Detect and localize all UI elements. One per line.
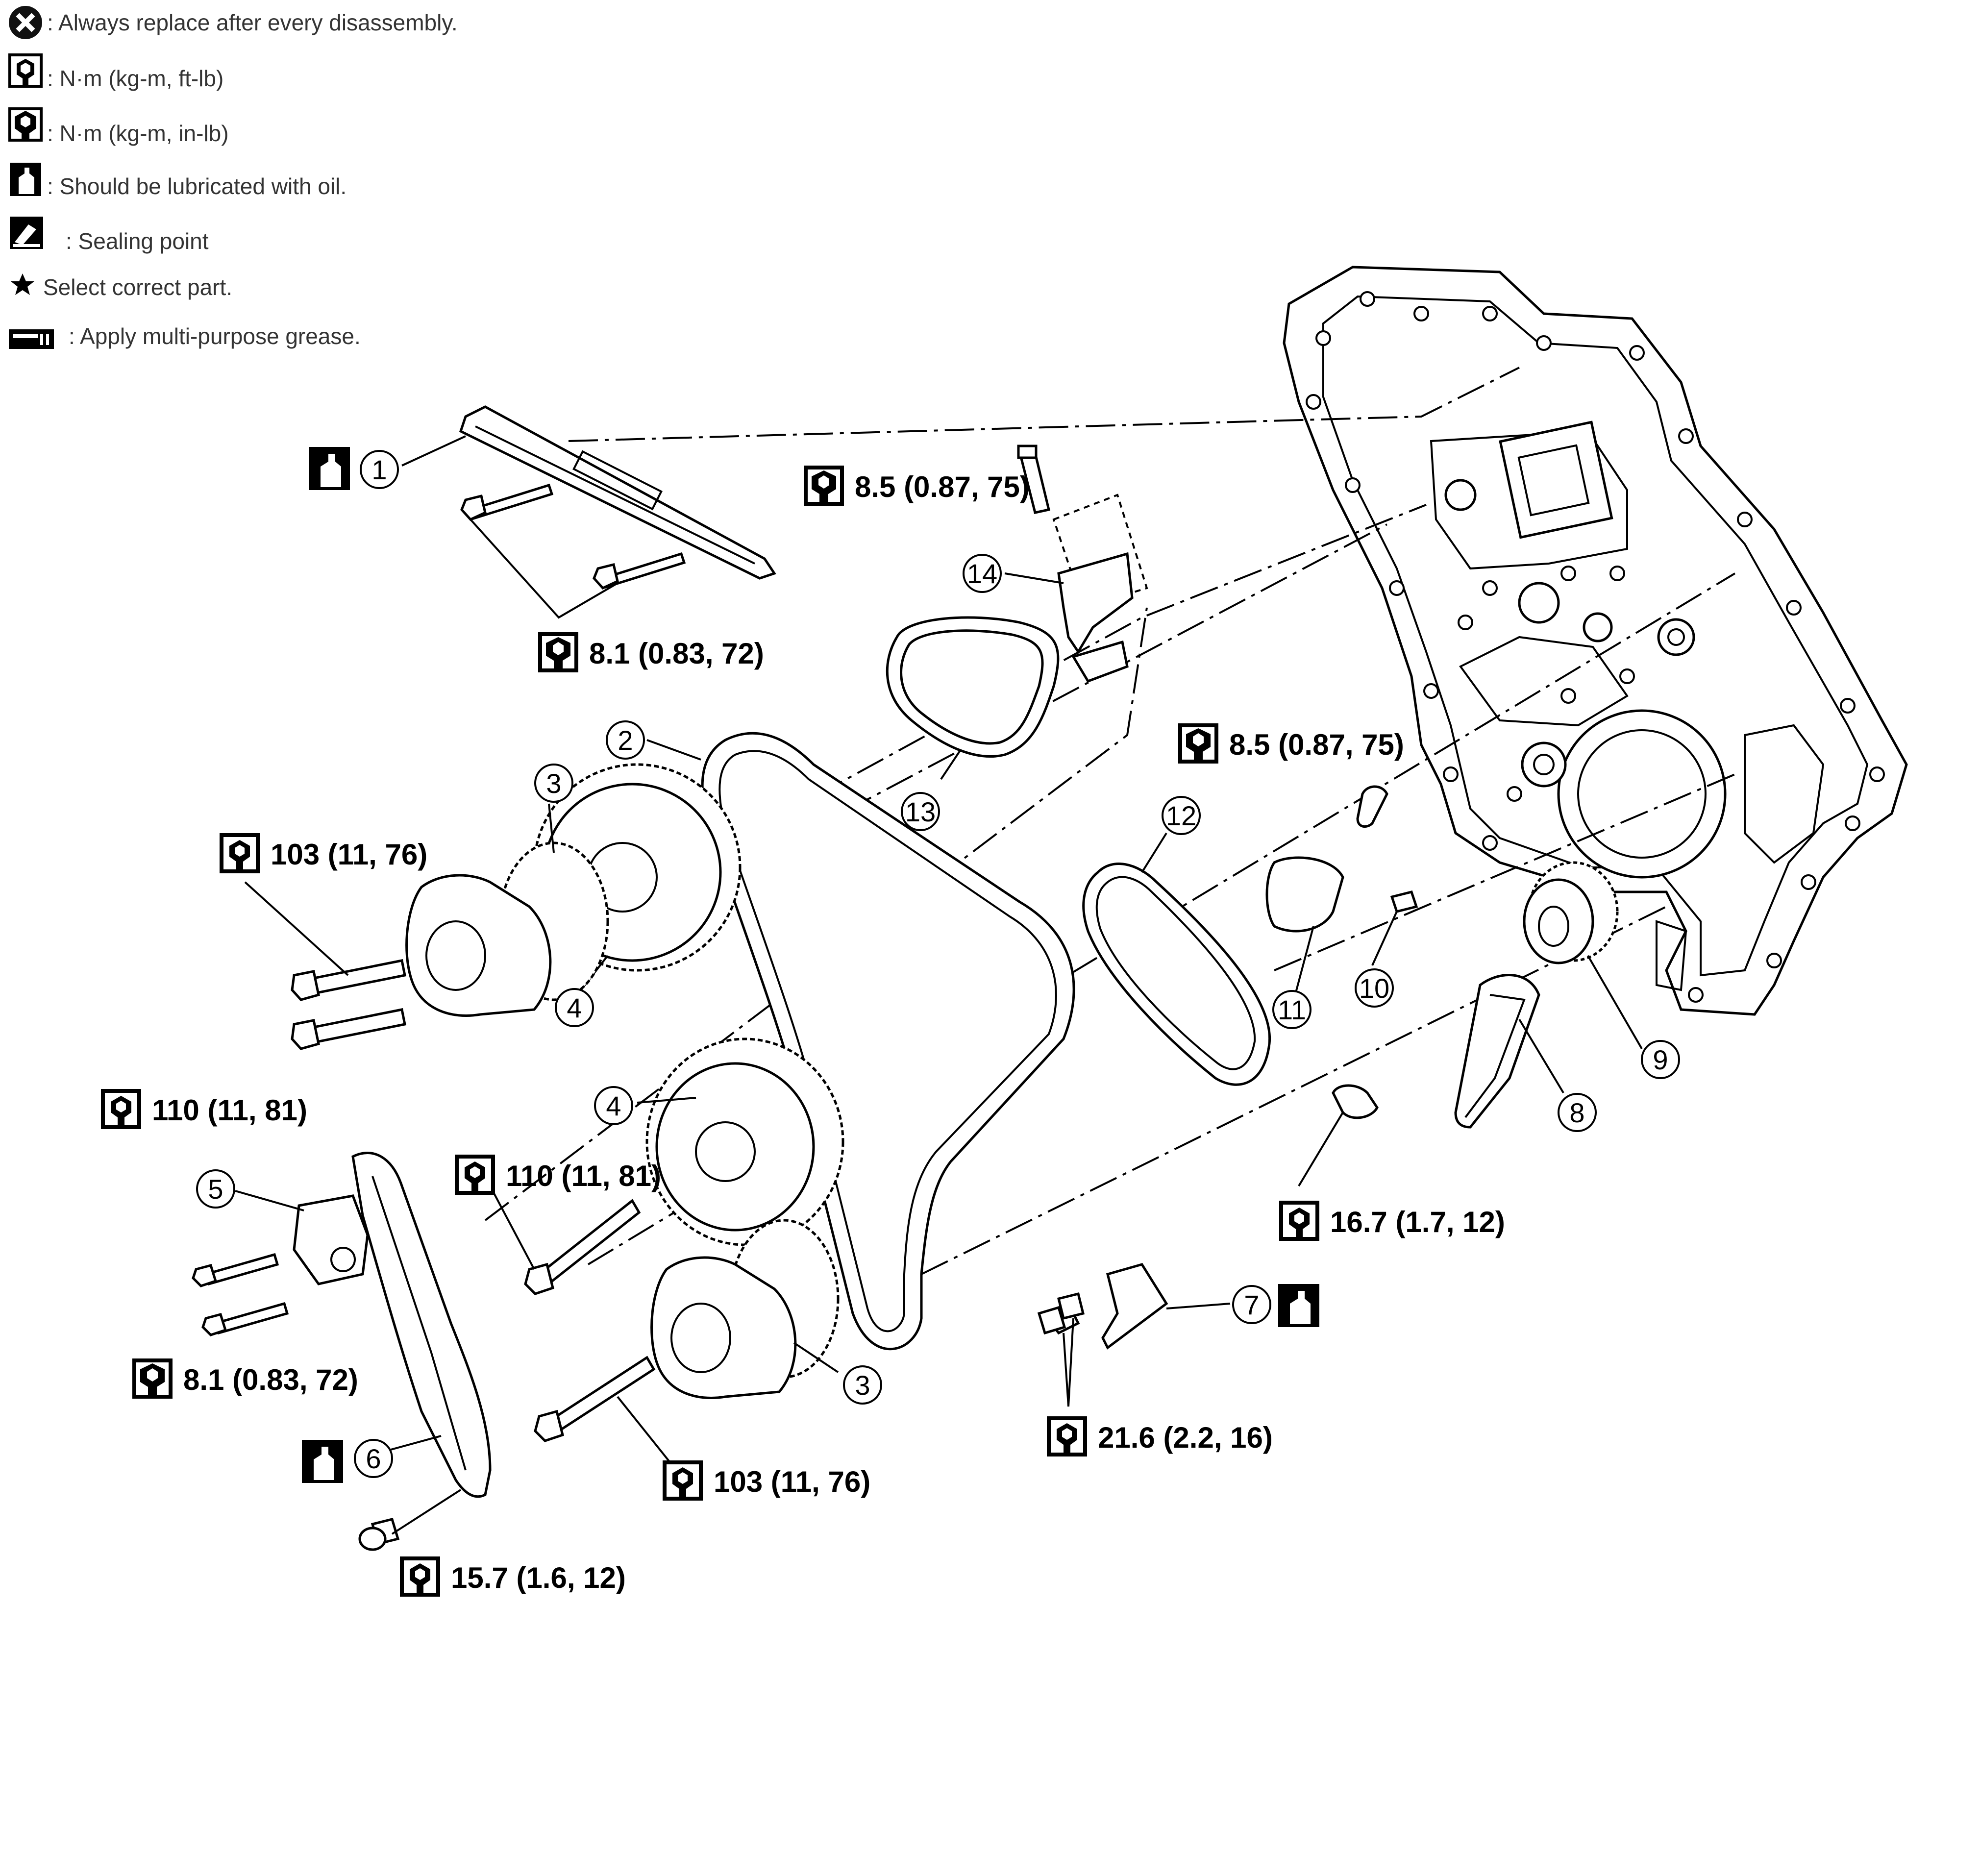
torque-value: 21.6 (2.2, 16) <box>1098 1421 1273 1454</box>
bolt <box>460 483 554 521</box>
part-3-lower-exhaust-sprocket <box>650 1219 840 1399</box>
svg-text:12: 12 <box>1166 800 1196 831</box>
torque-spec-t9: 21.6 (2.2, 16) <box>1047 1416 1273 1456</box>
lower-sprocket-bolts <box>489 1185 677 1471</box>
part-10-bolt <box>1371 890 1418 966</box>
torque-wrench-ftlb-icon <box>8 53 43 88</box>
svg-text:8: 8 <box>1569 1097 1584 1128</box>
oil-can-icon <box>302 1440 343 1483</box>
svg-text:1: 1 <box>371 454 387 485</box>
svg-text:11: 11 <box>1278 994 1306 1025</box>
legend-text-ftlb: : N·m (kg-m, ft-lb) <box>47 66 223 91</box>
part-4-lower-intake-sprocket <box>637 1037 844 1246</box>
part-8-chain-guide <box>1298 974 1564 1187</box>
callout-3-upper: 3 <box>534 764 573 803</box>
torque-value: 103 (11, 76) <box>271 838 427 871</box>
torque-value: 8.5 (0.87, 75) <box>855 470 1030 503</box>
callout-11: 11 <box>1272 990 1312 1029</box>
torque-spec-t11: 15.7 (1.6, 12) <box>400 1556 626 1597</box>
callout-14: 14 <box>963 554 1002 593</box>
part-9-crankshaft-sprocket <box>1523 861 1643 1050</box>
callouts: 1 2 3 4 4 3 5 6 <box>196 450 1680 1478</box>
torque-value: 103 (11, 76) <box>714 1465 870 1498</box>
oil-can-icon <box>10 163 41 196</box>
torque-value: 8.1 (0.83, 72) <box>589 637 764 670</box>
svg-text:4: 4 <box>567 992 582 1023</box>
torque-spec-t7: 16.7 (1.7, 12) <box>1279 1201 1505 1241</box>
callout-13: 13 <box>901 792 940 831</box>
part-1-chain-guide <box>401 405 776 619</box>
torque-spec-t6: 110 (11, 81) <box>455 1155 661 1195</box>
torque-value: 8.5 (0.87, 75) <box>1229 728 1404 761</box>
callout-4-lower: 4 <box>594 1086 633 1125</box>
upper-sprocket-bolts <box>244 881 406 1050</box>
svg-text:9: 9 <box>1653 1044 1668 1075</box>
legend-text-oil: : Should be lubricated with oil. <box>47 173 346 199</box>
torque-value: 16.7 (1.7, 12) <box>1330 1206 1505 1238</box>
bolt <box>593 552 686 590</box>
torque-value: 15.7 (1.6, 12) <box>451 1561 626 1594</box>
callout-3-lower: 3 <box>843 1365 882 1405</box>
front-timing-cover <box>1283 266 1908 1016</box>
svg-text:10: 10 <box>1359 973 1389 1004</box>
legend-text-inlb: : N·m (kg-m, in-lb) <box>47 121 229 146</box>
part-13-secondary-timing-chain <box>886 616 1060 780</box>
torque-spec-t1: 8.5 (0.87, 75) <box>804 466 1030 506</box>
svg-text:5: 5 <box>208 1174 223 1205</box>
part-7-bracket <box>1037 1263 1231 1407</box>
part-11-chain-tensioner <box>1265 785 1388 1000</box>
torque-spec-t2: 8.1 (0.83, 72) <box>538 632 764 672</box>
part-5-chain-tensioner <box>192 1190 369 1336</box>
svg-text:3: 3 <box>546 768 561 799</box>
part-12-secondary-timing-chain <box>1082 832 1271 1086</box>
legend-text-star: Select correct part. <box>43 274 232 300</box>
torque-value: 8.1 (0.83, 72) <box>183 1363 358 1396</box>
svg-text:2: 2 <box>618 725 633 756</box>
svg-text:6: 6 <box>366 1443 381 1474</box>
callout-8: 8 <box>1558 1093 1597 1132</box>
part-14-chain-tensioner <box>1004 444 1148 683</box>
grease-gun-icon <box>9 329 54 349</box>
torque-spec-t8: 8.1 (0.83, 72) <box>132 1358 358 1399</box>
replace-x-icon <box>9 6 42 39</box>
torque-spec-t4: 8.5 (0.87, 75) <box>1178 723 1404 764</box>
callout-10: 10 <box>1355 968 1394 1008</box>
sealing-point-icon <box>10 217 43 249</box>
torque-spec-labels: 8.5 (0.87, 75) 8.1 (0.83, 72) 103 (11, 7… <box>101 466 1505 1597</box>
oil-can-icon <box>1278 1284 1319 1327</box>
legend: : Always replace after every disassembly… <box>8 6 458 349</box>
callout-12: 12 <box>1162 796 1201 835</box>
torque-wrench-inlb-icon <box>8 107 43 142</box>
callout-9: 9 <box>1641 1040 1680 1079</box>
legend-text-grease: : Apply multi-purpose grease. <box>69 323 361 349</box>
svg-text:3: 3 <box>855 1370 870 1401</box>
torque-spec-t5: 110 (11, 81) <box>101 1089 307 1129</box>
legend-text-sealing: : Sealing point <box>66 228 209 254</box>
legend-text-replace: : Always replace after every disassembly… <box>47 10 458 35</box>
svg-text:7: 7 <box>1244 1289 1259 1320</box>
part-3-upper-exhaust-sprocket <box>405 803 609 1017</box>
part-6-chain-guide <box>351 1152 492 1551</box>
torque-spec-t10: 103 (11, 76) <box>663 1460 870 1501</box>
svg-text:13: 13 <box>905 796 936 827</box>
torque-value: 110 (11, 81) <box>506 1160 661 1192</box>
svg-text:14: 14 <box>967 558 997 589</box>
torque-spec-t3: 103 (11, 76) <box>220 833 427 873</box>
callout-6: 6 <box>354 1439 393 1478</box>
cover-bolt-holes <box>1306 291 1885 1003</box>
star-icon <box>11 273 34 295</box>
torque-value: 110 (11, 81) <box>152 1094 307 1127</box>
callout-4-upper: 4 <box>555 988 594 1027</box>
svg-text:4: 4 <box>606 1090 621 1121</box>
oil-can-icon <box>309 447 350 490</box>
callout-5: 5 <box>196 1169 235 1209</box>
callout-2: 2 <box>606 720 645 760</box>
callout-7: 7 <box>1232 1285 1271 1324</box>
callout-1: 1 <box>360 450 399 489</box>
